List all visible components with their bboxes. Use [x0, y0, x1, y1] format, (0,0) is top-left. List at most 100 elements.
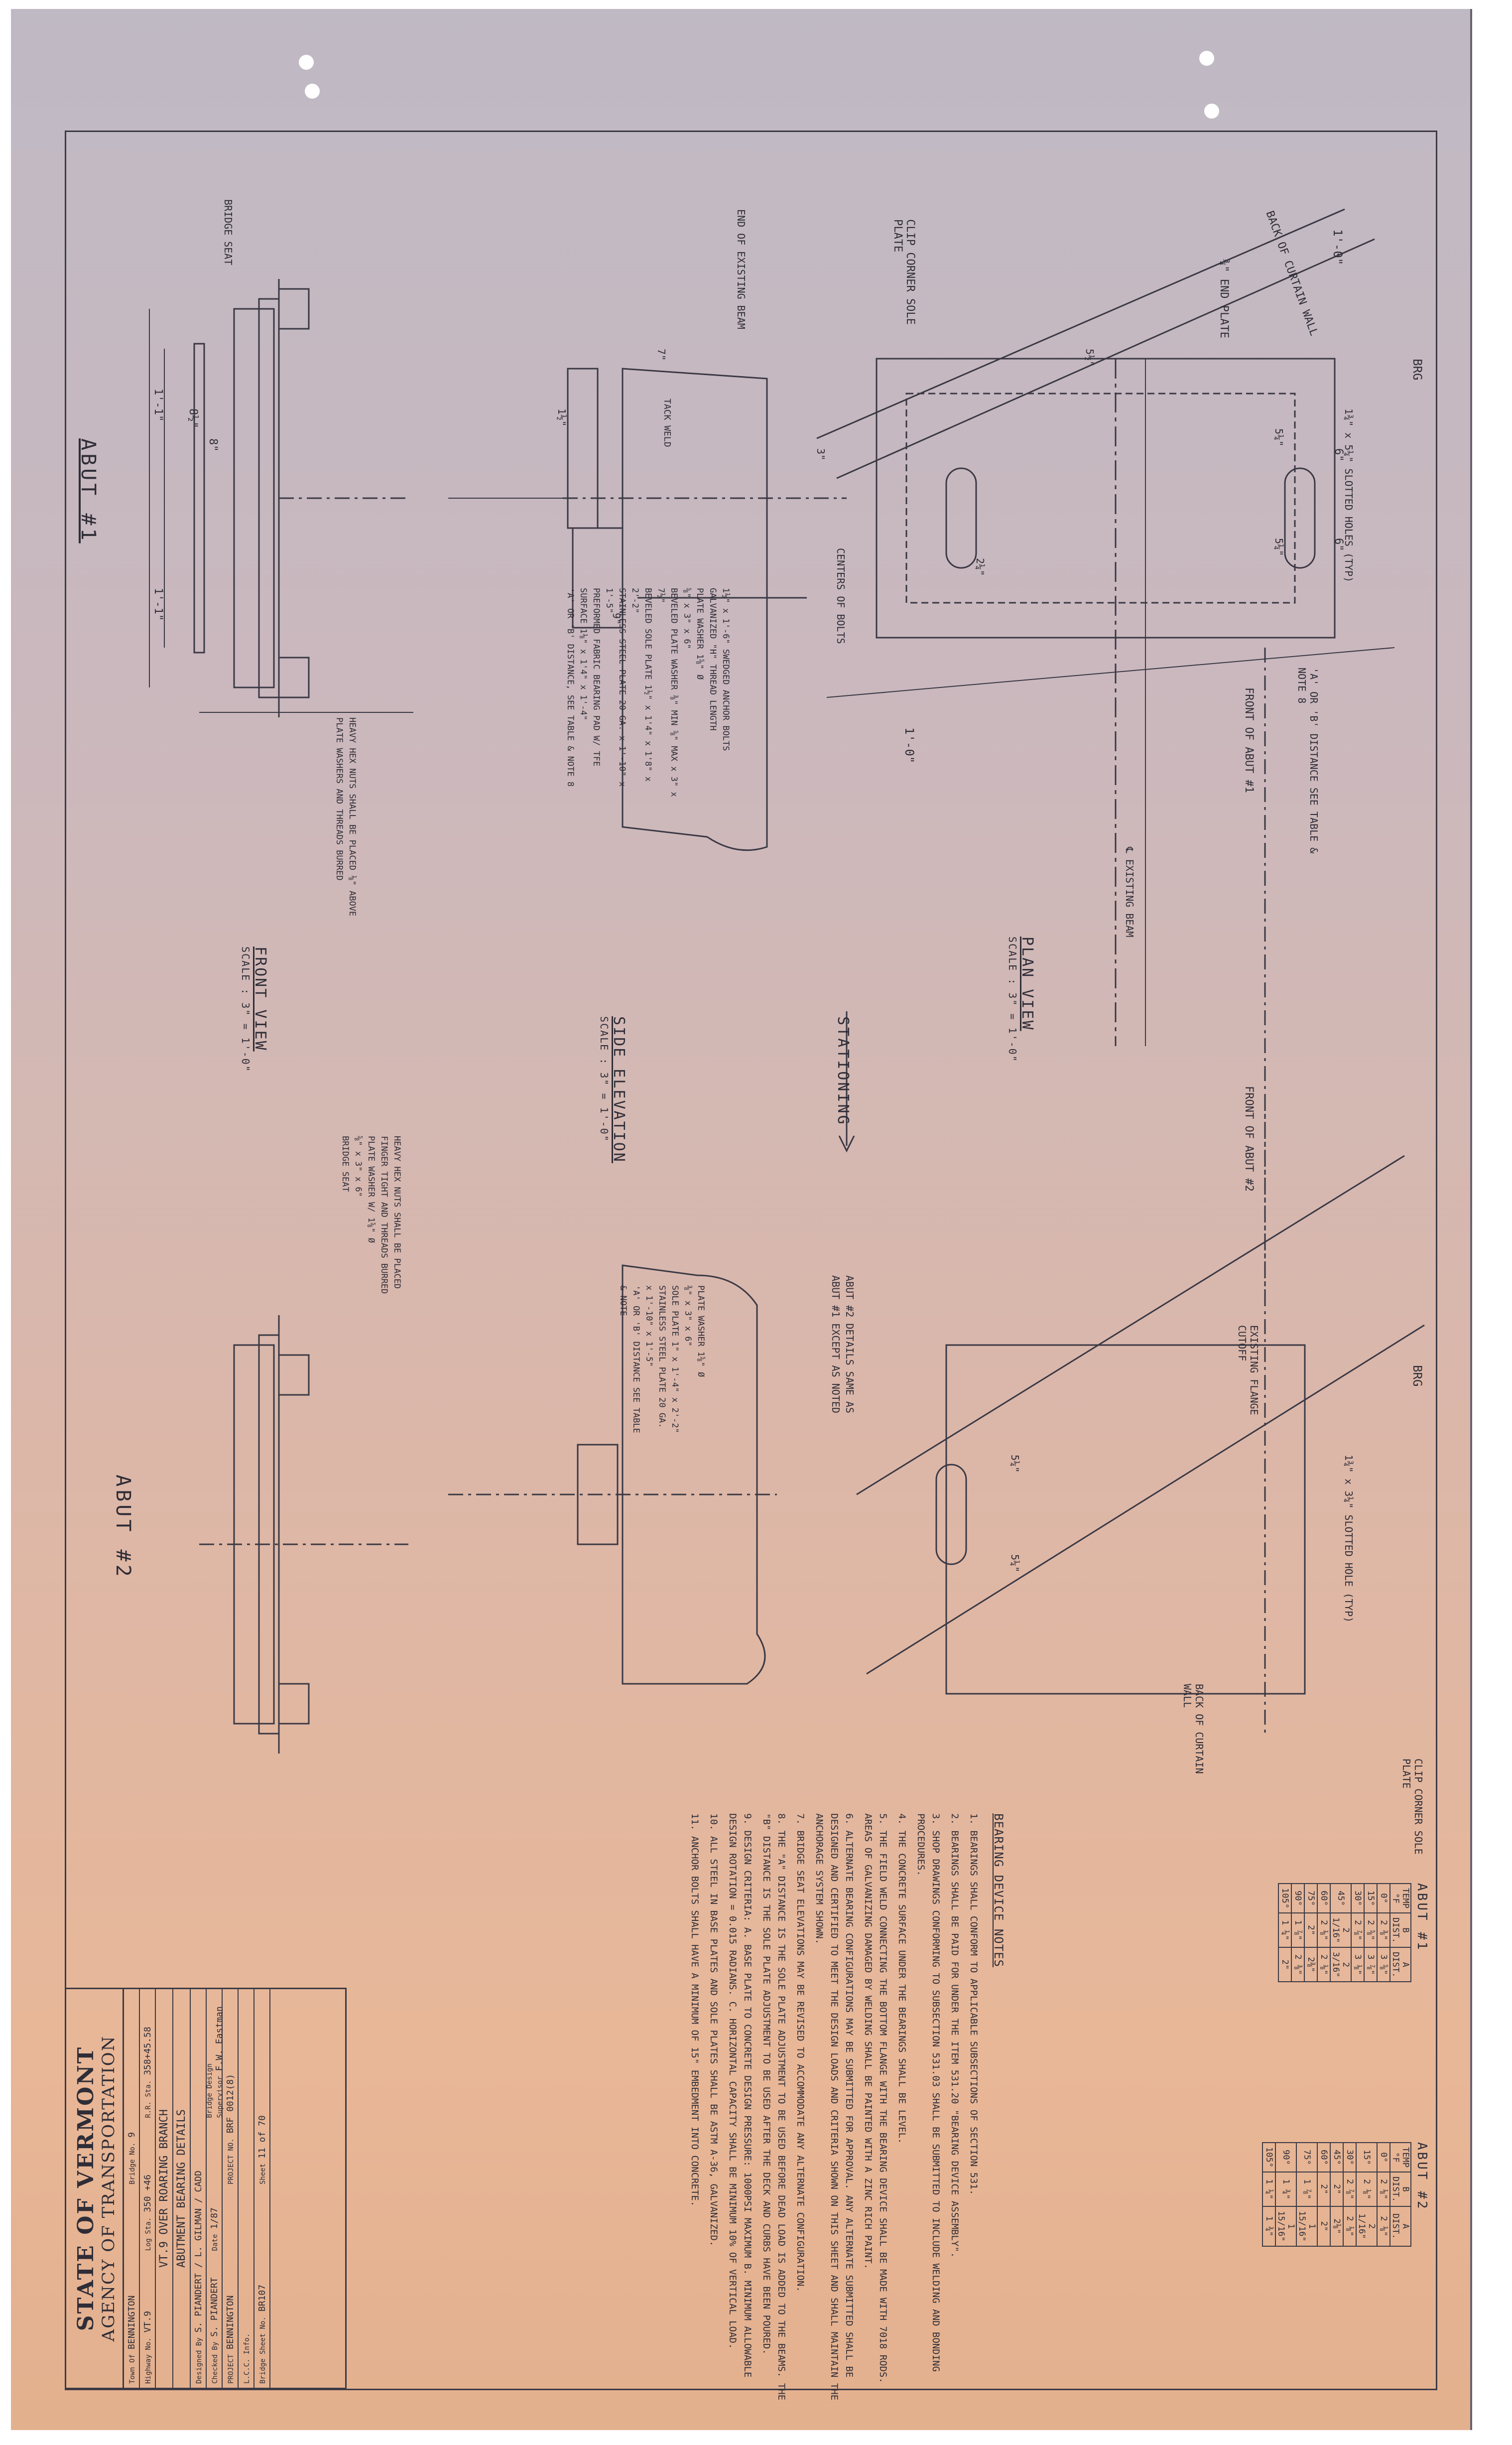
table-cell: 75° [1304, 1884, 1317, 1913]
project-value: BENNINGTON [225, 2295, 236, 2349]
state-title: STATE OF VERMONT [73, 2045, 99, 2331]
sole-plate2-label: SOLE PLATE 1" x 1'-4" x 2'-2" [670, 1285, 680, 1433]
town-value: BENNINGTON [126, 2295, 137, 2349]
project-no-label: PROJECT NO. [227, 2138, 235, 2184]
notes-list: 1. BEARINGS SHALL CONFORM TO APPLICABLE … [687, 1813, 981, 2401]
dim-label: 9" [611, 613, 623, 625]
table-cell: 2⅜" [1304, 1947, 1317, 1982]
plan-scale: SCALE : 3" = 1'-0" [1007, 937, 1018, 1063]
abut1-heading: ABUT #1 [77, 438, 100, 543]
title-block: STATE OF VERMONT AGENCY OF TRANSPORTATIO… [65, 1988, 347, 2389]
abut2-side-callouts: PLATE WASHER 1⅝" Ø ⅜" x 3" x 6" SOLE PLA… [617, 1285, 707, 1435]
date-label: Date [211, 2234, 219, 2251]
note-item: 11. ANCHOR BOLTS SHALL HAVE A MINIMUM OF… [689, 1813, 700, 2207]
town-label: Town Of [128, 2354, 136, 2384]
centers-bolts-label: CENTERS OF BOLTS [835, 548, 847, 644]
checked-row: Checked ByS. PIANDERT Date1/87 Bridge De… [206, 1989, 225, 2388]
brg-label-1: BRG [1410, 359, 1424, 381]
designed-value: S. PIANDERT / L. GILMAN / CADD [193, 2171, 204, 2333]
rr-sta-value: 358+45.58 [142, 2027, 153, 2075]
agency-title: AGENCY OF TRANSPORTATION [99, 1989, 124, 2388]
dim-label: 5½" [1084, 349, 1096, 367]
sheet-of-label: Sheet [258, 2163, 267, 2184]
table-cell: 105° [1278, 1884, 1291, 1913]
table-row: 75°2"2⅜" [1304, 1884, 1317, 1982]
bridge-no-value: 9 [126, 2132, 137, 2138]
table-cell: 2" [1330, 2172, 1343, 2207]
dim-label: 5¼" [1273, 538, 1285, 556]
table-header: TEMP °F [1390, 1884, 1411, 1913]
table-cell: 2 ⅝" [1364, 1912, 1377, 1948]
dim-label: 5¼" [1009, 1455, 1021, 1473]
abut1-table: TEMP °F B DIST. A DIST. 0°2 ⅜"3 ⅝"15°2 ⅝… [1278, 1883, 1411, 1982]
dim-label: 1'-0" [902, 727, 916, 764]
slotted-hole2-label: 1¾" x 3¼" SLOTTED HOLE (TYP) [1343, 1455, 1355, 1623]
sheet-description: ABUTMENT BEARING DETAILS [173, 1989, 191, 2388]
table-cell: 45° [1330, 1884, 1351, 1913]
sheet-of-value: 11 of 70 [256, 2115, 267, 2159]
table-cell: 2 ⅛" [1317, 1947, 1330, 1982]
table-row: 105°1 ¼"1 ¾" [1262, 2143, 1275, 2246]
table-header: B DIST. [1390, 1912, 1411, 1948]
table-header: A DIST. [1390, 1947, 1411, 1982]
tack-weld-label: TACK WELD [662, 399, 672, 447]
table-cell: 2" [1304, 1912, 1317, 1948]
checked-value: S. PIANDERT [209, 2277, 220, 2337]
side-elevation-abut2 [448, 1264, 777, 1685]
log-sta-label: Log Sta. [144, 2217, 152, 2251]
supervisor-value: F.W. Eastman [214, 2006, 225, 2071]
punch-hole [1204, 104, 1219, 119]
table-cell: 90° [1275, 2143, 1296, 2172]
clip-corner-label: CLIP CORNER SOLE PLATE [891, 219, 916, 325]
back-curtain-label-2: BACK OF CURTAIN WALL [1181, 1684, 1205, 1774]
side-scale: SCALE : 3" = 1'-0" [598, 1016, 610, 1142]
bridge-seat-label-2: BRIDGE SEAT [340, 1136, 350, 1192]
front-scale: SCALE : 3" = 1'-0" [240, 947, 252, 1073]
project-label: PROJECT [227, 2354, 235, 2384]
table-cell: 1 ¾" [1275, 2172, 1296, 2207]
table-row: 30°2 ⅞"2 ⅛" [1343, 2143, 1356, 2246]
side-elevation-callouts: 1½" x 1'-6" SWEDGED ANCHOR BOLTS GALVANI… [564, 588, 732, 797]
front-abut2-label: FRONT OF ABUT #2 [1243, 1086, 1255, 1192]
dim-label: 1½" [556, 408, 568, 427]
table-cell: 2 ⅛" [1377, 2172, 1390, 2207]
stainless2-label: STAINLESS STEEL PLATE 20 GA. x 1'-10" x … [644, 1285, 667, 1428]
distance-note-label: 'A' OR 'B' DISTANCE SEE TABLE & NOTE 8 [1296, 668, 1320, 854]
table-cell: 2⅛" [1330, 2206, 1343, 2246]
table-row: 0°2 ⅛"2 ⅛" [1377, 2143, 1390, 2246]
table-row: 60°2"2" [1317, 2143, 1330, 2246]
brg-label-2: BRG [1410, 1365, 1424, 1387]
table-cell: 15° [1356, 2143, 1377, 2172]
existing-beam-label: ℄ EXISTING BEAM [1124, 847, 1135, 938]
side-elevation-title: SIDE ELEVATION SCALE : 3" = 1'-0" [598, 1016, 628, 1163]
table-cell: 2" [1317, 2172, 1330, 2207]
table-cell: 2 1/16" [1356, 2206, 1377, 2246]
front-title-text: FRONT VIEW [252, 947, 269, 1052]
table-cell: 1 ⅞" [1296, 2172, 1317, 2207]
table-cell: 2 3/16" [1330, 1947, 1351, 1982]
heavy-hex-label: HEAVY HEX NUTS SHALL BE PLACED ⅛" ABOVE … [334, 717, 357, 917]
highway-row: Highway No.VT.9 Log Sta.350 +46 R.R. Sta… [140, 1989, 156, 2388]
table-cell: 30° [1351, 1884, 1364, 1913]
a-or-b2-label: 'A' OR 'B' DISTANCE SEE TABLE & NOTE [618, 1285, 641, 1433]
note-item: 1. BEARINGS SHALL CONFORM TO APPLICABLE … [968, 1813, 979, 2195]
plate-washer-label: PLATE WASHER 1⅝" Ø [695, 588, 705, 680]
date-value: 1/87 [209, 2207, 220, 2229]
table-cell: 1 ¾" [1262, 2206, 1275, 2246]
table-cell: 0° [1377, 1884, 1390, 1913]
abut2-table: TEMP °F B DIST. A DIST. 0°2 ⅛"2 ⅛"15°2 ⅛… [1262, 2142, 1411, 2247]
table-cell: 105° [1262, 2143, 1275, 2172]
sheet-label: Bridge Sheet No. [258, 2316, 267, 2384]
note-item: 7. BRIDGE SEAT ELEVATIONS MAY BE REVISED… [795, 1813, 806, 2292]
stationing-label: STATIONING [834, 1016, 852, 1126]
table-cell: 1 ¼" [1278, 1912, 1291, 1948]
project-row: PROJECTBENNINGTON PROJECT NO.BRF 0012(8) [223, 1989, 239, 2388]
table-row: 105°1 ¼"2" [1278, 1884, 1291, 1982]
table-cell: 3 ⅞" [1364, 1947, 1377, 1982]
table-cell: 2" [1317, 2206, 1330, 2246]
table-row: 90°1 ⅞"2 ⅜" [1291, 1884, 1304, 1982]
table-row: 15°2 ⅝"3 ⅞" [1364, 1884, 1377, 1982]
slotted-holes-label: 1¾" x 5¼" SLOTTED HOLES (TYP) [1343, 408, 1355, 583]
notes-title: BEARING DEVICE NOTES [992, 1813, 1006, 1967]
dim-label: 7" [655, 349, 667, 361]
